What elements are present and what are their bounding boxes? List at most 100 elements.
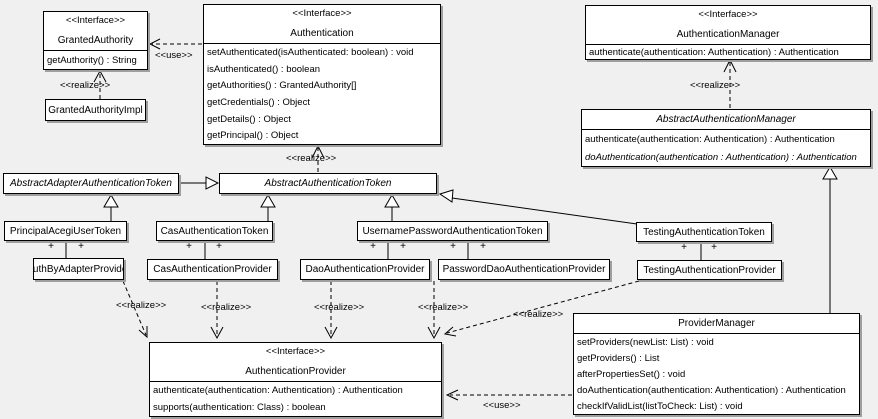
class-abstract-authentication-manager[interactable]: AbstractAuthenticationManager authenticat… [581, 109, 871, 167]
class-name: PasswordDaoAuthenticationProvider [442, 264, 606, 275]
plus-marker: + [711, 242, 717, 253]
class-stereotype: <<Interface>> [292, 8, 352, 20]
class-method: getAuthority() : String [47, 54, 137, 66]
label-use-provider-manager: <<use>> [483, 400, 521, 411]
class-stereotype: <<Interface>> [265, 346, 326, 358]
class-name: AbstractAuthenticationToken [264, 178, 392, 189]
class-method: authenticate(authentication: Authenticat… [585, 133, 835, 145]
plus-marker: + [681, 242, 687, 253]
class-title: CasAuthenticationToken [157, 222, 272, 240]
realize-testing-to-authentication-provider [443, 280, 640, 337]
realize-authbyadapter-to-authentication-provider [122, 280, 148, 339]
class-method: getCredentials() : Object [207, 96, 310, 108]
class-method: getPrincipal() : Object [207, 130, 299, 142]
class-username-password-authentication-token[interactable]: UsernamePasswordAuthenticationToken [357, 221, 548, 241]
class-password-dao-authentication-provider[interactable]: PasswordDaoAuthenticationProvider [438, 259, 610, 280]
class-abstract-adapter-authentication-token[interactable]: AbstractAdapterAuthenticationToken [3, 173, 179, 194]
generalization-testing-token-to-abstract-token [438, 189, 638, 225]
realize-abstract-manager-to-authentication-manager [723, 58, 737, 108]
class-name: Authentication [290, 27, 354, 39]
generalization-cas-token-to-abstract-token [260, 194, 276, 221]
class-title: PasswordDaoAuthenticationProvider [439, 260, 609, 279]
class-name: UsernamePasswordAuthenticationToken [362, 225, 543, 237]
class-name: TestingAuthenticationToken [643, 226, 765, 238]
class-method: afterPropertiesSet() : void [577, 368, 686, 380]
class-methods-compartment: authenticate(authentication: Authenticat… [586, 44, 870, 59]
class-name: AuthByAdapterProvider [34, 263, 123, 275]
class-methods-compartment: authenticate(authentication: Authenticat… [582, 129, 870, 166]
label-realize-granted-authority: <<realize>> [60, 80, 111, 91]
class-method: getProviders() : List [577, 352, 660, 364]
class-granted-authority-impl[interactable]: GrantedAuthorityImpl [45, 99, 146, 121]
class-method: supports(authentication: Class) : boolea… [153, 402, 326, 413]
class-title: CasAuthenticationProvider [148, 260, 277, 279]
class-cas-authentication-token[interactable]: CasAuthenticationToken [156, 221, 273, 241]
class-title: AbstractAuthenticationManager [582, 110, 870, 129]
class-testing-authentication-provider[interactable]: TestingAuthenticationProvider [637, 260, 782, 280]
class-stereotype: <<Interface>> [65, 15, 126, 27]
class-method: setAuthenticated(isAuthenticated: boolea… [207, 46, 414, 58]
class-title: <<Interface>>AuthenticationManager [586, 6, 870, 44]
class-name: CasAuthenticationProvider [153, 264, 272, 275]
use-provider-manager-to-authentication-provider [445, 389, 572, 401]
plus-marker: + [450, 241, 456, 252]
class-name: GrantedAuthority [57, 34, 134, 46]
class-title: AbstractAdapterAuthenticationToken [4, 174, 178, 193]
class-name: PrincipalAcegiUserToken [9, 225, 122, 237]
plus-marker: + [186, 241, 192, 252]
class-authentication[interactable]: <<Interface>> Authentication setAuthentica… [203, 4, 441, 145]
label-realize-password-dao-authentication-provider: <<realize>> [418, 302, 469, 313]
generalization-provider-manager-to-abstract-manager [822, 166, 838, 313]
class-method: authenticate(authentication: Authenticat… [153, 385, 403, 396]
class-authentication-provider[interactable]: <<Interface>>AuthenticationProvider authe… [149, 342, 442, 417]
label-realize-dao-authentication-provider: <<realize>> [314, 302, 365, 313]
class-method: setProviders(newList: List) : void [577, 336, 714, 348]
class-method: isAuthenticated() : boolean [207, 63, 321, 75]
class-name: TestingAuthenticationProvider [643, 264, 776, 276]
generalization-edges [103, 166, 838, 313]
class-methods-compartment: setProviders(newList: List) : void getPro… [574, 333, 859, 414]
label-realize-abstract-authentication-manager: <<realize>> [690, 80, 741, 91]
class-name: CasAuthenticationToken [160, 225, 269, 237]
label-realize-abstract-authentication-token: <<realize>> [286, 153, 337, 164]
realize-cas-to-authentication-provider [210, 281, 224, 340]
class-title: TestingAuthenticationProvider [638, 261, 781, 279]
class-method: checkIfValidList(listToCheck: List) : vo… [577, 400, 743, 412]
class-method: getDetails() : Object [207, 113, 291, 125]
class-auth-by-adapter-provider[interactable]: AuthByAdapterProvider [33, 258, 124, 280]
class-title: PrincipalAcegiUserToken [5, 222, 126, 240]
realize-passworddao-to-authentication-provider [427, 281, 441, 340]
class-dao-authentication-provider[interactable]: DaoAuthenticationProvider [300, 259, 430, 280]
class-method: getAuthorities() : GrantedAuthority[] [207, 80, 357, 92]
label-realize-cas-authentication-provider: <<realize>> [201, 302, 252, 313]
generalization-principal-token-to-adapter-token [103, 194, 119, 221]
class-name: AbstractAdapterAuthenticationToken [10, 178, 172, 189]
class-method: doAuthentication(authentication: Authent… [577, 384, 846, 396]
class-name: DaoAuthenticationProvider [305, 264, 425, 275]
label-realize-auth-by-adapter-provider: <<realize>> [116, 300, 167, 311]
class-methods-compartment: setAuthenticated(isAuthenticated: boolea… [204, 43, 440, 144]
generalization-adapter-token-to-abstract-token [179, 176, 220, 190]
generalization-username-token-to-abstract-token [384, 194, 400, 221]
class-name: AbstractAuthenticationManager [656, 114, 796, 125]
class-title: UsernamePasswordAuthenticationToken [358, 222, 547, 240]
class-abstract-authentication-token[interactable]: AbstractAuthenticationToken [219, 173, 437, 194]
class-cas-authentication-provider[interactable]: CasAuthenticationProvider [147, 259, 278, 280]
realize-impl-to-granted-authority [93, 69, 107, 99]
class-title: DaoAuthenticationProvider [301, 260, 429, 279]
class-granted-authority[interactable]: <<Interface>> GrantedAuthority getAuthorit… [43, 11, 148, 70]
plus-marker: + [400, 241, 406, 252]
class-principal-acegi-user-token[interactable]: PrincipalAcegiUserToken [4, 221, 127, 241]
plus-marker: + [216, 241, 222, 252]
association-edges [65, 241, 702, 260]
class-testing-authentication-token[interactable]: TestingAuthenticationToken [636, 222, 772, 242]
use-authentication-to-granted-authority [148, 38, 202, 50]
plus-marker: + [48, 241, 54, 252]
plus-marker: + [480, 241, 486, 252]
plus-marker: + [78, 241, 84, 252]
class-title: <<Interface>>AuthenticationProvider [150, 343, 441, 381]
